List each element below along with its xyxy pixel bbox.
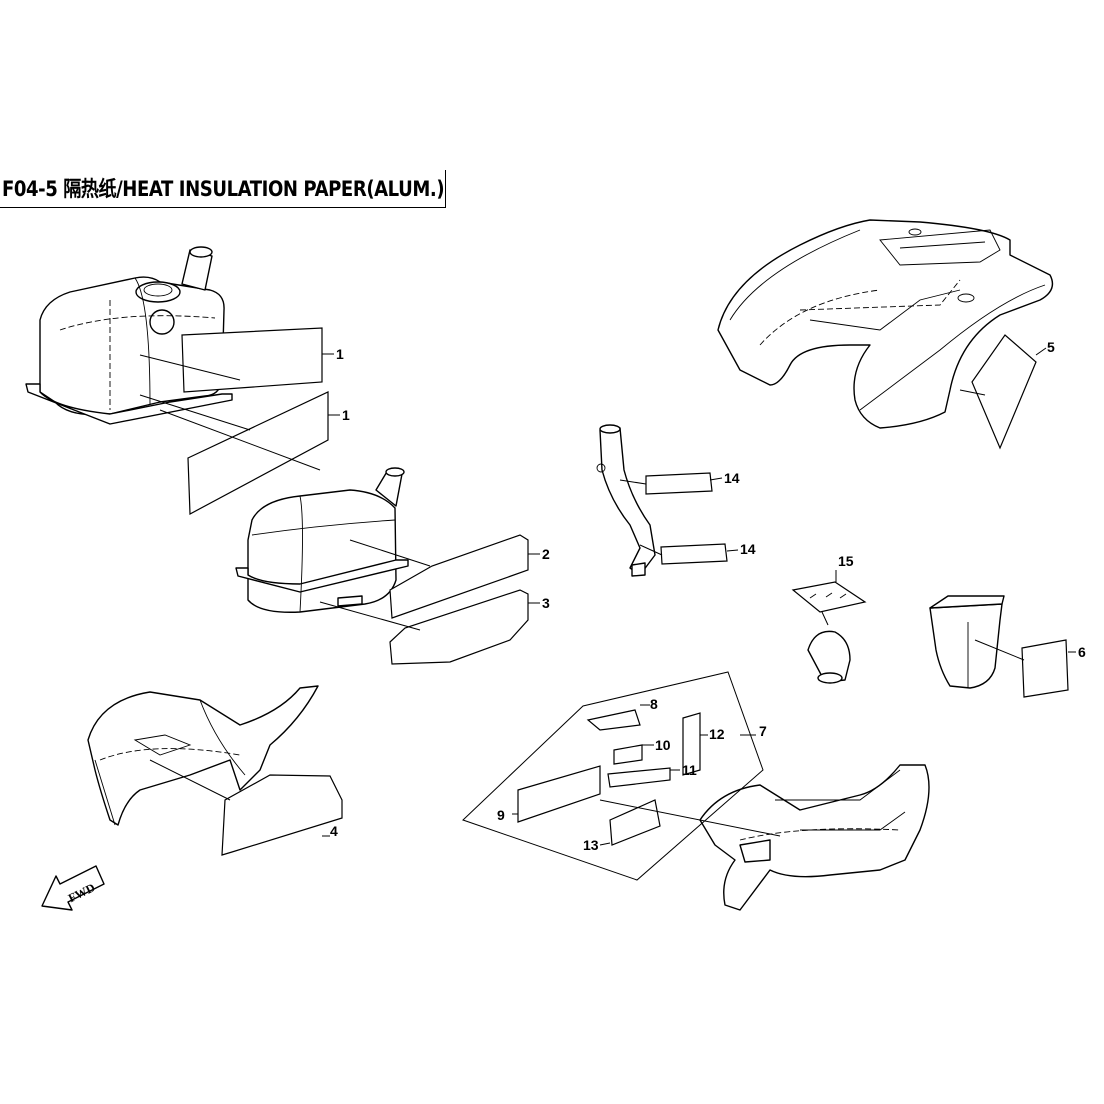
sheet-4 xyxy=(221,774,343,856)
air-intake-pipe xyxy=(596,424,656,577)
air-box xyxy=(929,595,1005,689)
callout-8: 8 xyxy=(650,696,658,712)
callout-numbers: 1 1 2 3 4 5 6 7 8 9 10 11 12 13 14 14 15 xyxy=(330,339,1086,853)
sheet-2 xyxy=(389,534,529,619)
callout-1a: 1 xyxy=(336,346,344,362)
callout-14a: 14 xyxy=(724,470,740,486)
callout-4: 4 xyxy=(330,823,338,839)
intake-funnel xyxy=(807,630,851,684)
callout-9: 9 xyxy=(497,807,505,823)
callout-12: 12 xyxy=(709,726,725,742)
sheet-6 xyxy=(1021,639,1069,698)
callout-13: 13 xyxy=(583,837,599,853)
sheet-14b xyxy=(660,543,728,565)
sheet-11 xyxy=(607,767,671,788)
callout-6: 6 xyxy=(1078,644,1086,660)
sheet-3 xyxy=(389,589,529,665)
sheet-12 xyxy=(682,712,701,776)
callout-15: 15 xyxy=(838,553,854,569)
rear-fender xyxy=(717,219,1054,429)
callout-2: 2 xyxy=(542,546,550,562)
kit-outline xyxy=(462,671,764,881)
callout-1b: 1 xyxy=(342,407,350,423)
title-frame xyxy=(0,170,446,208)
page-title: F04-5 隔热纸/HEAT INSULATION PAPER(ALUM.) xyxy=(2,177,445,201)
callout-3: 3 xyxy=(542,595,550,611)
sheet-10 xyxy=(613,744,643,765)
fwd-arrow-icon: FWD xyxy=(41,865,105,911)
callout-10: 10 xyxy=(655,737,671,753)
sheet-13 xyxy=(609,799,661,846)
side-fender xyxy=(699,764,930,911)
sheet-9 xyxy=(517,765,601,823)
sheet-15 xyxy=(791,581,867,613)
sheet-1b xyxy=(187,391,329,515)
callout-14b: 14 xyxy=(740,541,756,557)
sheet-5 xyxy=(971,334,1037,450)
insulation-sheets xyxy=(181,327,1069,881)
sheet-1a xyxy=(181,327,323,393)
front-fender xyxy=(87,685,319,826)
callout-5: 5 xyxy=(1047,339,1055,355)
callout-11: 11 xyxy=(682,762,697,778)
sheet-8 xyxy=(586,709,641,731)
callout-7: 7 xyxy=(759,723,767,739)
sheet-14a xyxy=(645,472,713,495)
leader-lines xyxy=(139,347,1076,846)
fuel-tank-lower xyxy=(235,467,409,613)
fuel-tank xyxy=(25,246,233,425)
